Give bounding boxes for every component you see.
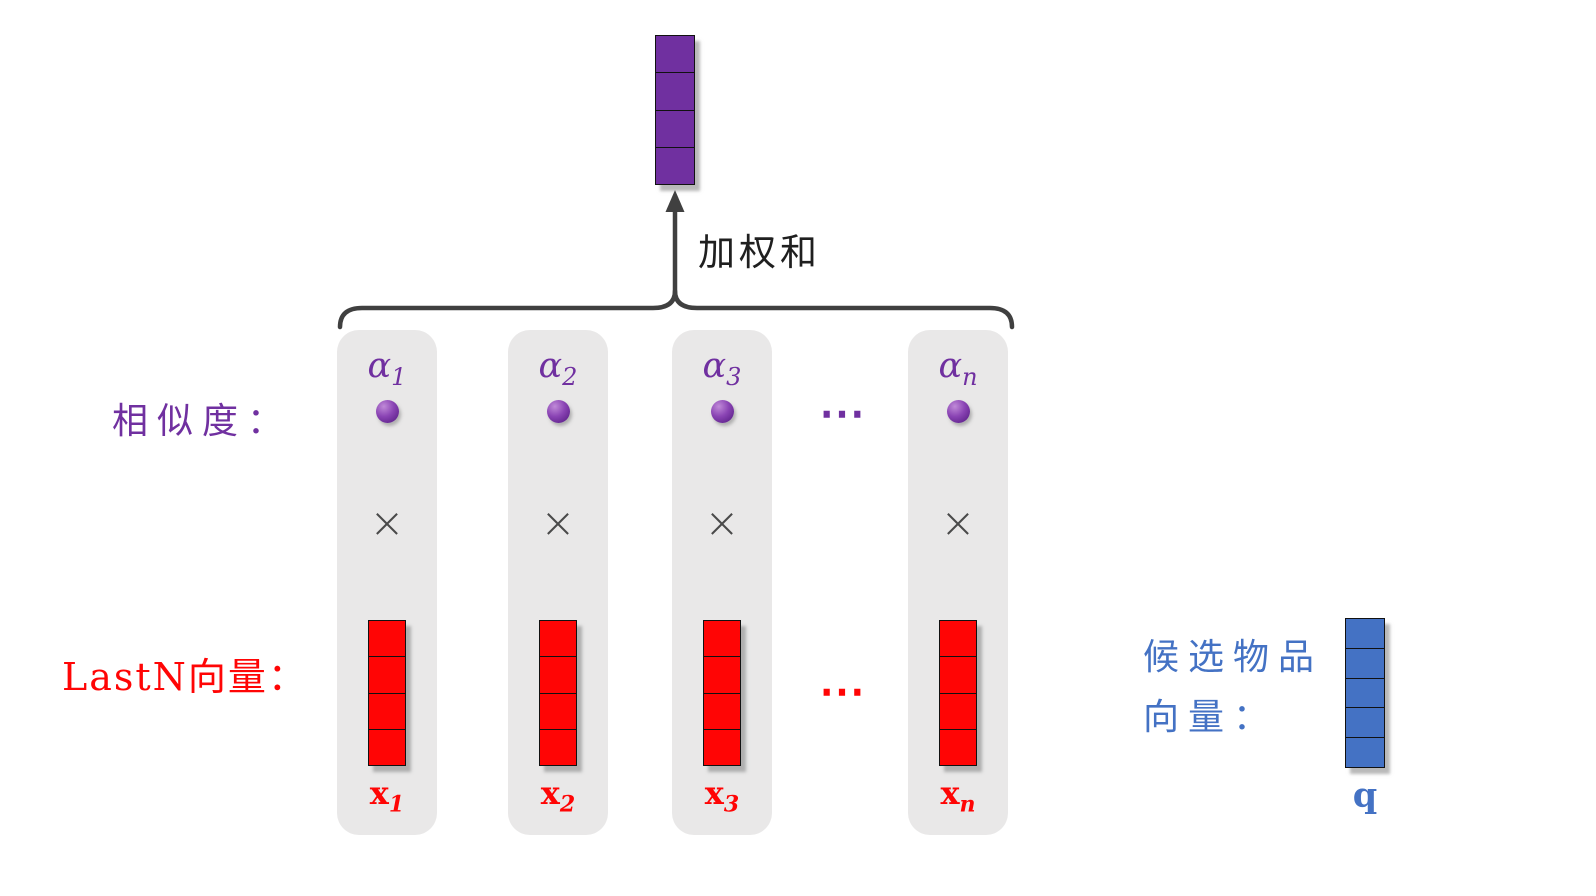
vector-cell (655, 73, 695, 111)
vector-cell (1345, 648, 1385, 679)
vector-cell (939, 729, 977, 766)
multiply-sign: × (704, 498, 740, 547)
vector-cell (655, 35, 695, 74)
vector-cell (655, 110, 695, 148)
candidate-vector-symbol: q (1352, 775, 1378, 816)
multiply-sign: × (369, 498, 405, 547)
multiply-sign: × (540, 498, 576, 547)
vector-cell (703, 620, 741, 658)
attention-column-n: αn × xn (908, 330, 1008, 835)
vector-cell (939, 657, 977, 694)
weight-dot (710, 400, 734, 423)
alpha-symbol: α (538, 346, 563, 386)
attention-column-1: α1 × x1 (337, 330, 437, 835)
weighted-sum-label: 加权和 (698, 231, 821, 274)
ellipsis-weights: ⋯ (819, 386, 867, 440)
item-vector-label: xn (908, 774, 1008, 817)
weight-dot (375, 400, 399, 423)
x-symbol: x (369, 774, 389, 812)
weight-dot (946, 400, 970, 423)
x-subscript: n (959, 791, 976, 818)
item-vector-label: x2 (508, 774, 608, 817)
ellipsis-vectors: ⋯ (819, 664, 867, 718)
alpha-subscript: 2 (562, 363, 578, 391)
x-symbol: x (540, 774, 560, 812)
vector-cell (368, 693, 406, 730)
vector-cell (703, 693, 741, 730)
attention-column-3: α3 × x3 (672, 330, 772, 835)
vector-cell (368, 657, 406, 694)
alpha-subscript: 1 (391, 363, 407, 391)
vector-cell (703, 657, 741, 694)
lastn-label: LastN向量： (62, 655, 308, 699)
vector-cell (368, 620, 406, 658)
weight-dot (546, 400, 570, 423)
item-vector-label: x3 (672, 774, 772, 817)
arrow-head (665, 190, 685, 212)
attention-column-2: α2 × x2 (508, 330, 608, 835)
alpha-weight-label: α1 (337, 346, 437, 391)
x-subscript: 3 (723, 791, 740, 818)
vector-cell (539, 693, 577, 730)
lastn-vector-3 (703, 620, 741, 766)
item-vector-label: x1 (337, 774, 437, 817)
vector-cell (1345, 678, 1385, 709)
vector-cell (1345, 708, 1385, 739)
vector-cell (939, 693, 977, 730)
output-vector (655, 35, 695, 185)
vector-cell (1345, 618, 1385, 649)
alpha-subscript: n (962, 363, 978, 391)
vector-cell (655, 147, 695, 185)
alpha-weight-label: αn (908, 346, 1008, 391)
candidate-vector (1345, 618, 1385, 768)
multiply-sign: × (940, 498, 976, 547)
alpha-subscript: 3 (726, 363, 742, 391)
candidate-label-line1: 候选物品 (1143, 637, 1324, 678)
vector-cell (368, 729, 406, 766)
vector-cell (539, 620, 577, 658)
candidate-label-line2: 向量： (1143, 697, 1279, 739)
alpha-symbol: α (367, 346, 392, 386)
similarity-label: 相似度： (112, 401, 293, 442)
vector-cell (539, 729, 577, 766)
alpha-symbol: α (938, 346, 963, 386)
vector-cell (539, 657, 577, 694)
vector-cell (1345, 738, 1385, 768)
vector-cell (703, 729, 741, 766)
x-symbol: x (704, 774, 724, 812)
lastn-vector-2 (539, 620, 577, 766)
x-subscript: 2 (559, 791, 576, 818)
alpha-symbol: α (702, 346, 727, 386)
lastn-vector-n (939, 620, 977, 766)
candidate-item-label: 候选物品向量： (1143, 628, 1323, 749)
x-subscript: 1 (388, 791, 405, 818)
alpha-weight-label: α3 (672, 346, 772, 391)
curly-brace (337, 288, 1015, 330)
vector-cell (939, 620, 977, 658)
alpha-weight-label: α2 (508, 346, 608, 391)
x-symbol: x (940, 774, 960, 812)
lastn-vector-1 (368, 620, 406, 766)
